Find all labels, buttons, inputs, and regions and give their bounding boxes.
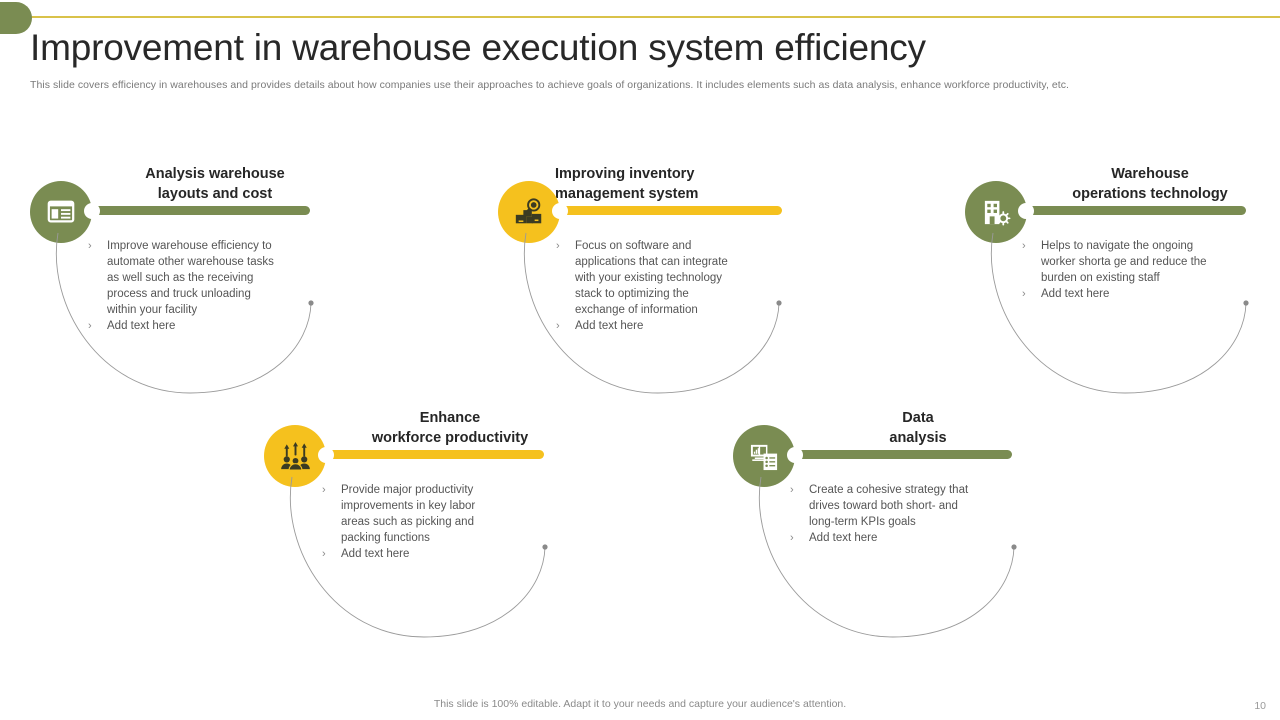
- card-heading: Analysis warehouse layouts and cost: [145, 166, 285, 202]
- list-item: › Provide major productivity improvement…: [322, 482, 507, 546]
- card-accent-bar: [790, 450, 1012, 459]
- card-heading: Warehouse operations technology: [1072, 166, 1228, 202]
- boxes-magnifier-icon: [515, 198, 542, 224]
- list-item: › Create a cohesive strategy that drives…: [790, 482, 975, 530]
- chevron-right-icon: ›: [322, 484, 326, 496]
- card-accent-bar: [322, 450, 544, 459]
- card-bullet-list: › Create a cohesive strategy that drives…: [790, 482, 975, 546]
- page-subtitle: This slide covers efficiency in warehous…: [30, 79, 1070, 91]
- card-notch-decoration: [787, 447, 803, 463]
- page-title: Improvement in warehouse execution syste…: [30, 27, 926, 68]
- chevron-right-icon: ›: [322, 548, 326, 560]
- top-left-half-circle-decoration: [0, 2, 32, 34]
- card-icon-circle[interactable]: [30, 181, 92, 243]
- list-item-text: Add text here: [341, 548, 410, 560]
- card-icon-circle[interactable]: [965, 181, 1027, 243]
- card-bullet-list: › Improve warehouse efficiency to automa…: [88, 238, 278, 334]
- top-rule-divider: [0, 16, 1280, 18]
- card-notch-decoration: [84, 203, 100, 219]
- list-item-text: Improve warehouse efficiency to automate…: [107, 240, 274, 316]
- people-growth-arrows-icon: [280, 441, 310, 471]
- chevron-right-icon: ›: [1022, 288, 1026, 300]
- list-item: › Improve warehouse efficiency to automa…: [88, 238, 278, 318]
- building-gear-icon: [984, 200, 1010, 225]
- computer-chart-report-icon: [750, 444, 777, 470]
- card-heading: Enhance workforce productivity: [371, 410, 529, 446]
- list-item-text: Add text here: [107, 320, 176, 332]
- card-heading: Improving inventory management system: [555, 166, 699, 202]
- chevron-right-icon: ›: [556, 320, 560, 332]
- card-notch-decoration: [552, 203, 568, 219]
- list-item: › Add text here: [790, 530, 975, 546]
- page-number: 10: [1254, 700, 1266, 712]
- chevron-right-icon: ›: [790, 484, 794, 496]
- list-item: › Add text here: [88, 318, 278, 334]
- card-bullet-list: › Provide major productivity improvement…: [322, 482, 507, 562]
- card-notch-decoration: [1018, 203, 1034, 219]
- card-bullet-list: › Helps to navigate the ongoing worker s…: [1022, 238, 1217, 302]
- card-accent-bar: [1022, 206, 1246, 215]
- card-icon-circle[interactable]: [733, 425, 795, 487]
- card-accent-bar: [88, 206, 310, 215]
- list-item: › Focus on software and applications tha…: [556, 238, 741, 318]
- chevron-right-icon: ›: [88, 240, 92, 252]
- list-item-text: Create a cohesive strategy that drives t…: [809, 484, 969, 528]
- list-item: › Add text here: [1022, 286, 1217, 302]
- list-item-text: Focus on software and applications that …: [575, 240, 728, 316]
- list-item-text: Add text here: [809, 532, 878, 544]
- card-heading: Data analysis: [889, 410, 947, 446]
- list-item: › Add text here: [322, 546, 507, 562]
- chevron-right-icon: ›: [1022, 240, 1026, 252]
- list-item-text: Add text here: [1041, 288, 1110, 300]
- list-item-text: Provide major productivity improvements …: [341, 484, 476, 544]
- card-notch-decoration: [318, 447, 334, 463]
- card-bullet-list: › Focus on software and applications tha…: [556, 238, 741, 334]
- list-item: › Add text here: [556, 318, 741, 334]
- card-accent-bar: [556, 206, 782, 215]
- list-item-text: Add text here: [575, 320, 644, 332]
- footer-note: This slide is 100% editable. Adapt it to…: [433, 698, 847, 710]
- list-item: › Helps to navigate the ongoing worker s…: [1022, 238, 1217, 286]
- card-icon-circle[interactable]: [264, 425, 326, 487]
- chevron-right-icon: ›: [556, 240, 560, 252]
- list-item-text: Helps to navigate the ongoing worker sho…: [1041, 240, 1207, 284]
- chevron-right-icon: ›: [790, 532, 794, 544]
- chevron-right-icon: ›: [88, 320, 92, 332]
- card-icon-circle[interactable]: [498, 181, 560, 243]
- window-layout-icon: [47, 200, 75, 223]
